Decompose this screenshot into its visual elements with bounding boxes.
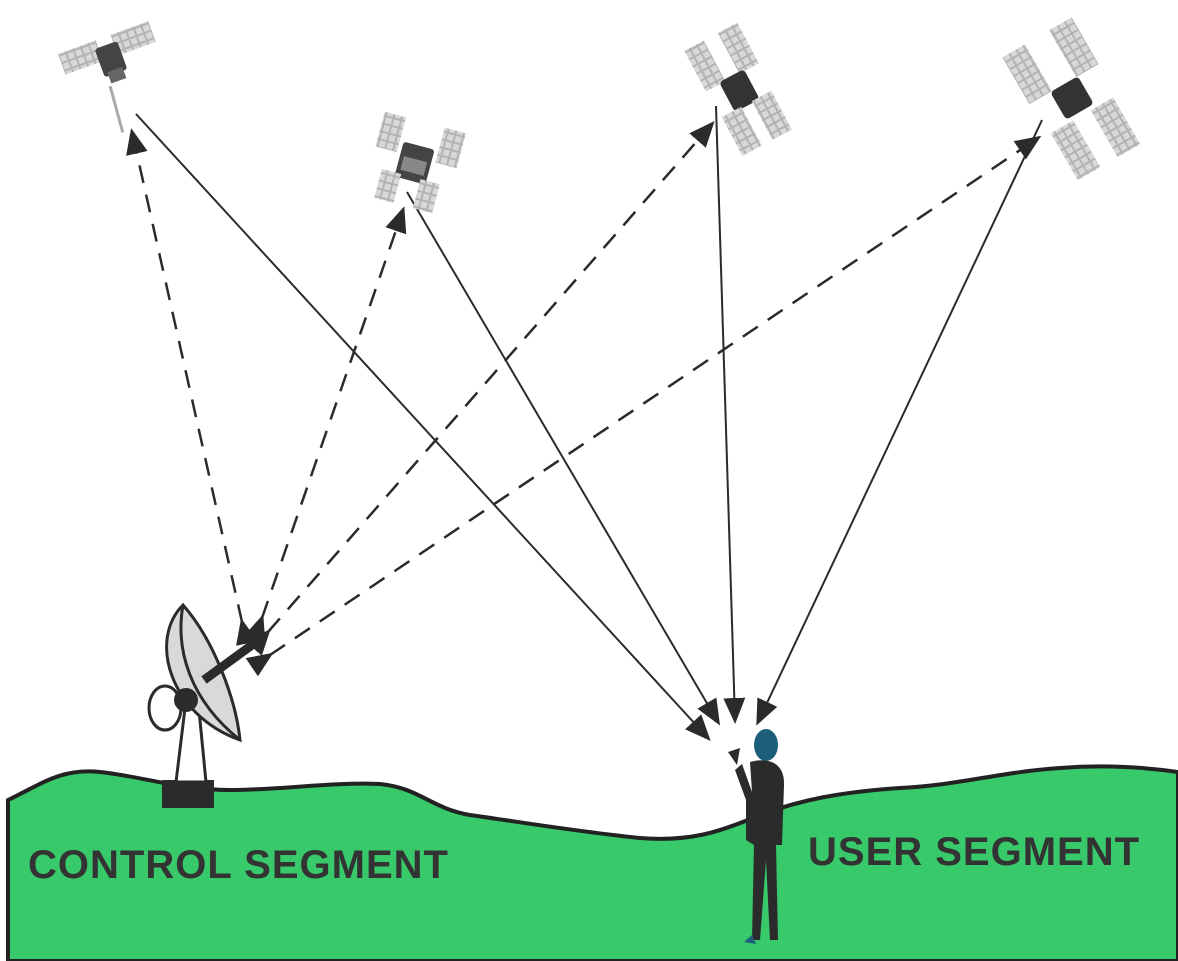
signal-links [126, 105, 1043, 741]
user-person-icon [728, 729, 785, 944]
satellite-3-icon [684, 22, 792, 156]
downlink-solid-1 [135, 113, 711, 741]
downlink-solid-4 [756, 119, 1043, 726]
satellite-2-icon [374, 111, 466, 214]
downlink-solid-2 [406, 191, 721, 726]
user-segment-label: USER SEGMENT [808, 830, 1140, 874]
satellite-1-icon [58, 21, 156, 133]
uplink-dashed-4 [245, 135, 1042, 677]
control-station-dish-icon [147, 602, 255, 808]
downlink-solid-3 [715, 105, 746, 724]
control-segment-label: CONTROL SEGMENT [28, 843, 449, 887]
uplink-dashed-1 [126, 128, 258, 646]
satellite-4-icon [1002, 17, 1141, 181]
uplink-dashed-3 [245, 120, 715, 656]
satellites [58, 17, 1141, 214]
